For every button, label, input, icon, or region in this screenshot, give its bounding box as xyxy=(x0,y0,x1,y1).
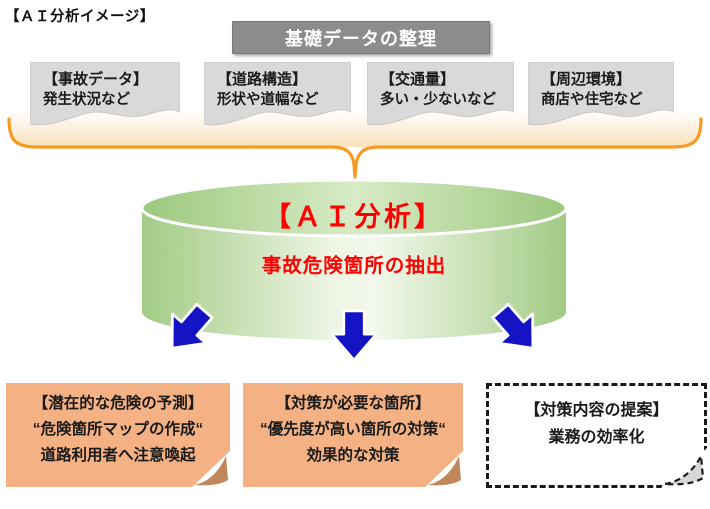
ai-analysis-subtitle: 事故危険箇所の抽出 xyxy=(261,255,447,277)
output-line: “優先度が高い箇所の対策“ xyxy=(259,421,446,438)
cylinder-shape xyxy=(140,178,568,340)
output-line: 道路利用者へ注意喚起 xyxy=(40,447,196,464)
output-box-potential-danger: 【潜在的な危険の予測】 “危険箇所マップの作成“ 道路利用者へ注意喚起 xyxy=(6,383,231,488)
source-title: 【周辺環境】 xyxy=(541,71,632,88)
output-line: 【潜在的な危険の予測】 xyxy=(32,395,204,412)
source-title: 【交通量】 xyxy=(380,71,456,88)
output-line: 効果的な対策 xyxy=(306,447,400,464)
output-line: 【対策内容の提案】 xyxy=(524,402,669,419)
output-line: 【対策が必要な箇所】 xyxy=(275,395,431,412)
source-desc: 商店や住宅など xyxy=(541,92,643,108)
folded-corner-icon xyxy=(424,450,464,488)
source-title: 【事故データ】 xyxy=(43,71,149,88)
down-arrow-icon xyxy=(170,302,214,350)
output-box-countermeasures: 【対策が必要な箇所】 “優先度が高い箇所の対策“ 効果的な対策 xyxy=(243,383,464,488)
source-title: 【道路構造】 xyxy=(217,71,308,88)
down-arrow-icon xyxy=(330,309,378,362)
dashed-folded-corner-icon xyxy=(661,448,707,488)
source-box-road-structure: 【道路構造】 形状や道幅など xyxy=(204,62,351,134)
source-box-accident-data: 【事故データ】 発生状況など xyxy=(30,62,180,134)
ai-cylinder: 【ＡＩ分析】 事故危険箇所の抽出 xyxy=(140,178,568,344)
source-desc: 多い・少ないなど xyxy=(380,92,496,108)
source-box-surroundings: 【周辺環境】 商店や住宅など xyxy=(528,62,674,134)
output-line: “危険箇所マップの作成“ xyxy=(32,421,204,438)
source-desc: 発生状況など xyxy=(43,92,130,108)
header-basic-data-box: 基礎データの整理 xyxy=(232,21,490,54)
output-box-proposal: 【対策内容の提案】 業務の効率化 xyxy=(486,383,707,488)
folded-corner-icon xyxy=(191,450,231,488)
output-line: 業務の効率化 xyxy=(548,429,645,446)
source-desc: 形状や道幅など xyxy=(217,92,319,108)
header-label: 基礎データの整理 xyxy=(285,28,437,49)
ai-analysis-title: 【ＡＩ分析】 xyxy=(264,202,444,232)
down-arrow-icon xyxy=(491,302,535,350)
source-box-traffic-volume: 【交通量】 多い・少ないなど xyxy=(367,62,514,134)
page-title: 【ＡＩ分析イメージ】 xyxy=(5,9,155,25)
